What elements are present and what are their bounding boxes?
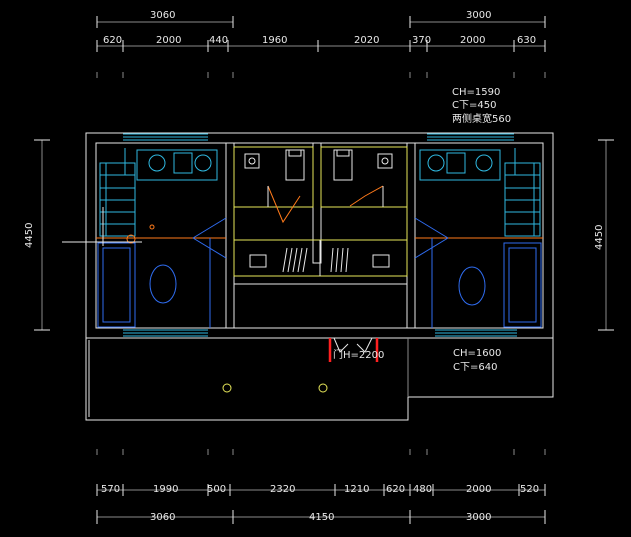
right-room (414, 148, 543, 328)
outer-walls (85, 132, 554, 339)
bottom-overall-dim-3: 3000 (466, 512, 491, 523)
top-detail-dim-2: 2000 (156, 35, 181, 46)
bottom-overall-dimension: 3060 4150 3000 (96, 510, 546, 524)
top-detail-dimension: 620 2000 440 1960 2020 370 2000 630 (96, 35, 546, 52)
top-detail-dim-6: 370 (412, 35, 431, 46)
bottom-detail-dimension: 570 1990 500 2320 1210 620 480 2000 520 (96, 484, 546, 496)
bottom-detail-dim-8: 2000 (466, 484, 491, 495)
note-ch-1600: CH=1600 (453, 348, 501, 359)
bottom-detail-dim-2: 1990 (153, 484, 178, 495)
right-height-dimension: 4450 (594, 139, 614, 331)
top-detail-dim-3: 440 (209, 35, 228, 46)
left-height-label: 4450 (24, 223, 35, 248)
notes-bottom-right: CH=1600 C下=640 (453, 348, 501, 373)
note-ch-1590: CH=1590 (452, 87, 500, 98)
bottom-detail-dim-1: 570 (101, 484, 120, 495)
bathrooms (244, 149, 393, 273)
terrace (85, 338, 554, 421)
top-detail-dim-8: 630 (517, 35, 536, 46)
bottom-detail-dim-3: 500 (207, 484, 226, 495)
top-detail-dim-4: 1960 (262, 35, 287, 46)
top-overall-dim-1: 3060 (150, 10, 175, 21)
bottom-overall-dim-1: 3060 (150, 512, 175, 523)
note-c-450: C下=450 (452, 100, 496, 111)
bottom-detail-dim-4: 2320 (270, 484, 295, 495)
left-room (62, 148, 227, 328)
top-overall-dimension: 3060 3000 (96, 10, 546, 28)
bottom-detail-dim-5: 1210 (344, 484, 369, 495)
top-extension-ticks (96, 72, 546, 78)
door-height-label: 门H=2200 (333, 348, 384, 361)
bottom-extension-ticks (96, 449, 546, 455)
right-height-label: 4450 (594, 225, 605, 250)
interior-walls (225, 142, 416, 329)
bottom-detail-dim-6: 620 (386, 484, 405, 495)
bottom-overall-dim-2: 4150 (309, 512, 334, 523)
bottom-detail-dim-9: 520 (520, 484, 539, 495)
top-detail-dim-5: 2020 (354, 35, 379, 46)
top-detail-dim-7: 2000 (460, 35, 485, 46)
note-c-640: C下=640 (453, 362, 497, 373)
top-detail-dim-1: 620 (103, 35, 122, 46)
left-height-dimension: 4450 (24, 139, 50, 331)
notes-top-right: CH=1590 C下=450 两侧桌宽560 (452, 87, 511, 125)
entrance: 门H=2200 (328, 337, 384, 362)
bottom-detail-dim-7: 480 (413, 484, 432, 495)
top-overall-dim-2: 3000 (466, 10, 491, 21)
note-desk-width: 两侧桌宽560 (452, 112, 511, 125)
